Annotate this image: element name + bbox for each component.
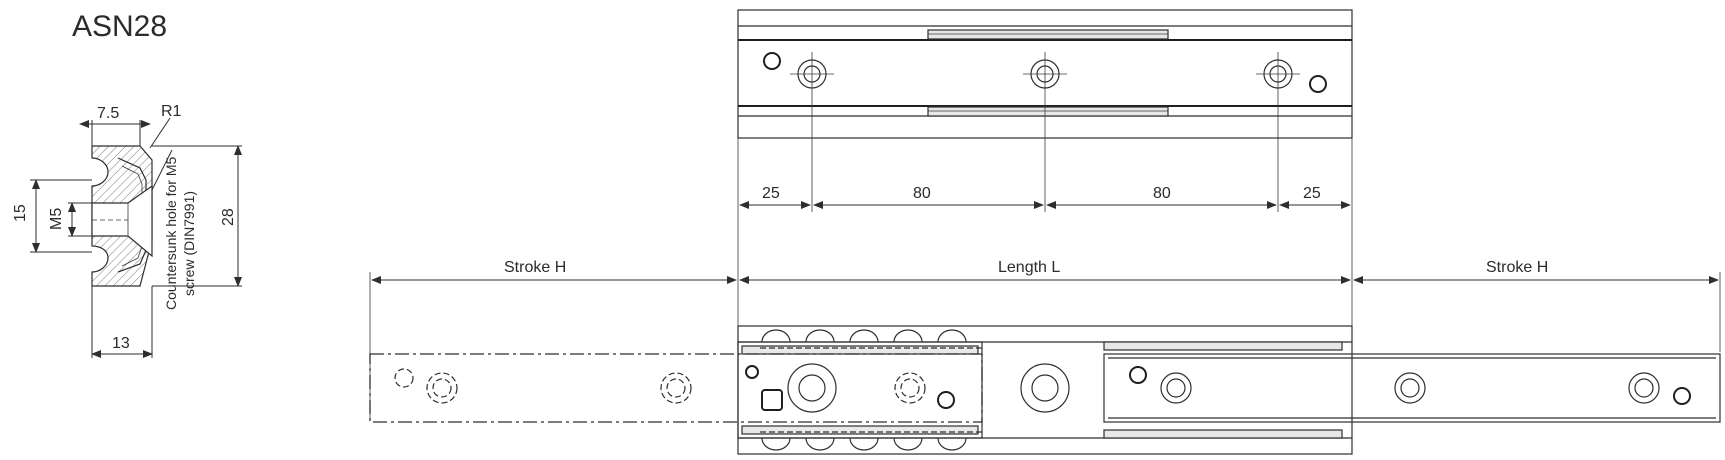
rail-small-hole-left (1129, 366, 1147, 384)
dim-height-label: 28 (220, 208, 237, 226)
overall-dimensions: Stroke H Length L Stroke H (369, 212, 1721, 420)
dim-thread-label: M5 (48, 208, 65, 230)
cross-section-view: 7.5 R1 15 M5 28 13 Countersunk hole for … (12, 103, 242, 358)
stroke-right-label: Stroke H (1486, 259, 1548, 276)
retracted-holes (394, 368, 926, 404)
top-strip-lower (927, 106, 1169, 117)
retracted-rail-outline (369, 353, 983, 423)
carriage-small-hole (745, 365, 759, 379)
small-hole-left (763, 52, 781, 70)
dim-top-label: 7.5 (97, 105, 119, 122)
small-hole-right (1309, 75, 1327, 93)
stroke-left-label: Stroke H (504, 259, 566, 276)
top-view: 25 80 80 25 (737, 9, 1353, 212)
top-strip-upper (927, 29, 1169, 40)
carriage-small-hole-2 (937, 391, 955, 409)
dim-spacing-4: 25 (1303, 185, 1321, 202)
note-line-1: Countersunk hole for M5 (163, 156, 179, 310)
dim-left-label: 15 (12, 204, 29, 222)
note-line-2: screw (DIN7991) (181, 191, 197, 296)
rollers-bottom (761, 437, 967, 451)
extended-rail (1103, 353, 1721, 423)
rail-hole-3 (1628, 372, 1660, 404)
carriage-hole-1 (787, 363, 837, 413)
dim-radius-label: R1 (161, 103, 182, 120)
drawing-title: ASN28 (72, 10, 168, 43)
dim-spacing-1: 25 (762, 185, 780, 202)
dim-bottom-label: 13 (112, 335, 130, 352)
dim-spacing-2: 80 (913, 185, 931, 202)
rail-hole-1 (1160, 372, 1192, 404)
rail-hole-2 (1394, 372, 1426, 404)
side-view (369, 325, 1721, 455)
rollers-top (761, 329, 967, 343)
carriage-square (761, 389, 783, 411)
dim-spacing-3: 80 (1153, 185, 1171, 202)
length-label: Length L (998, 259, 1060, 276)
rail-small-hole-right (1673, 387, 1691, 405)
carriage-hole-2 (1020, 363, 1070, 413)
